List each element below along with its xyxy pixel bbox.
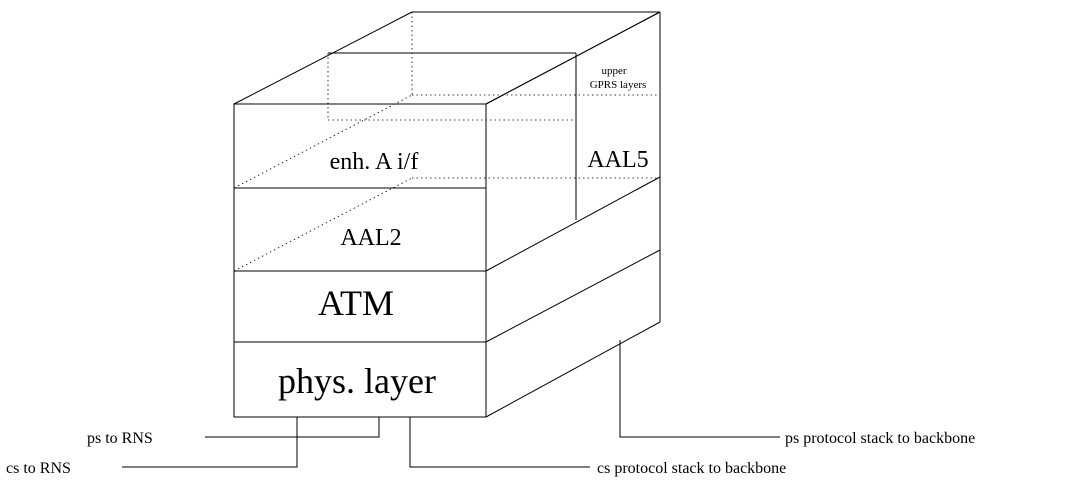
- phys-layer-label: phys. layer: [278, 361, 436, 401]
- aal5-label: AAL5: [587, 147, 648, 173]
- right-edge-top: [485, 11, 661, 105]
- hidden-diagonal-2: [233, 177, 413, 272]
- right-divider-1: [485, 176, 661, 272]
- upper-gprs-label-line1: upper: [601, 65, 626, 77]
- aal2-label: AAL2: [340, 225, 401, 251]
- cs-to-rns-label: cs to RNS: [6, 460, 71, 477]
- ps-stack-backbone-label: ps protocol stack to backbone: [785, 430, 975, 447]
- hidden-diagonal-1: [233, 94, 413, 189]
- right-divider-2: [485, 249, 661, 343]
- front-face-outline: [233, 103, 487, 418]
- ps-stack-backbone-connector: [619, 340, 780, 438]
- top-left-edge: [233, 11, 413, 105]
- enh-a-if-label: enh. A i/f: [330, 149, 419, 175]
- cs-stack-backbone-label: cs protocol stack to backbone: [597, 460, 786, 477]
- right-bottom-edge: [485, 321, 661, 418]
- upper-gprs-label-line2: GPRS layers: [590, 79, 647, 91]
- atm-label: ATM: [318, 283, 394, 323]
- ps-to-rns-label: ps to RNS: [87, 430, 153, 447]
- cs-to-rns-connector: [122, 417, 298, 468]
- cs-stack-backbone-connector: [409, 417, 590, 468]
- ps-to-rns-connector: [205, 417, 380, 438]
